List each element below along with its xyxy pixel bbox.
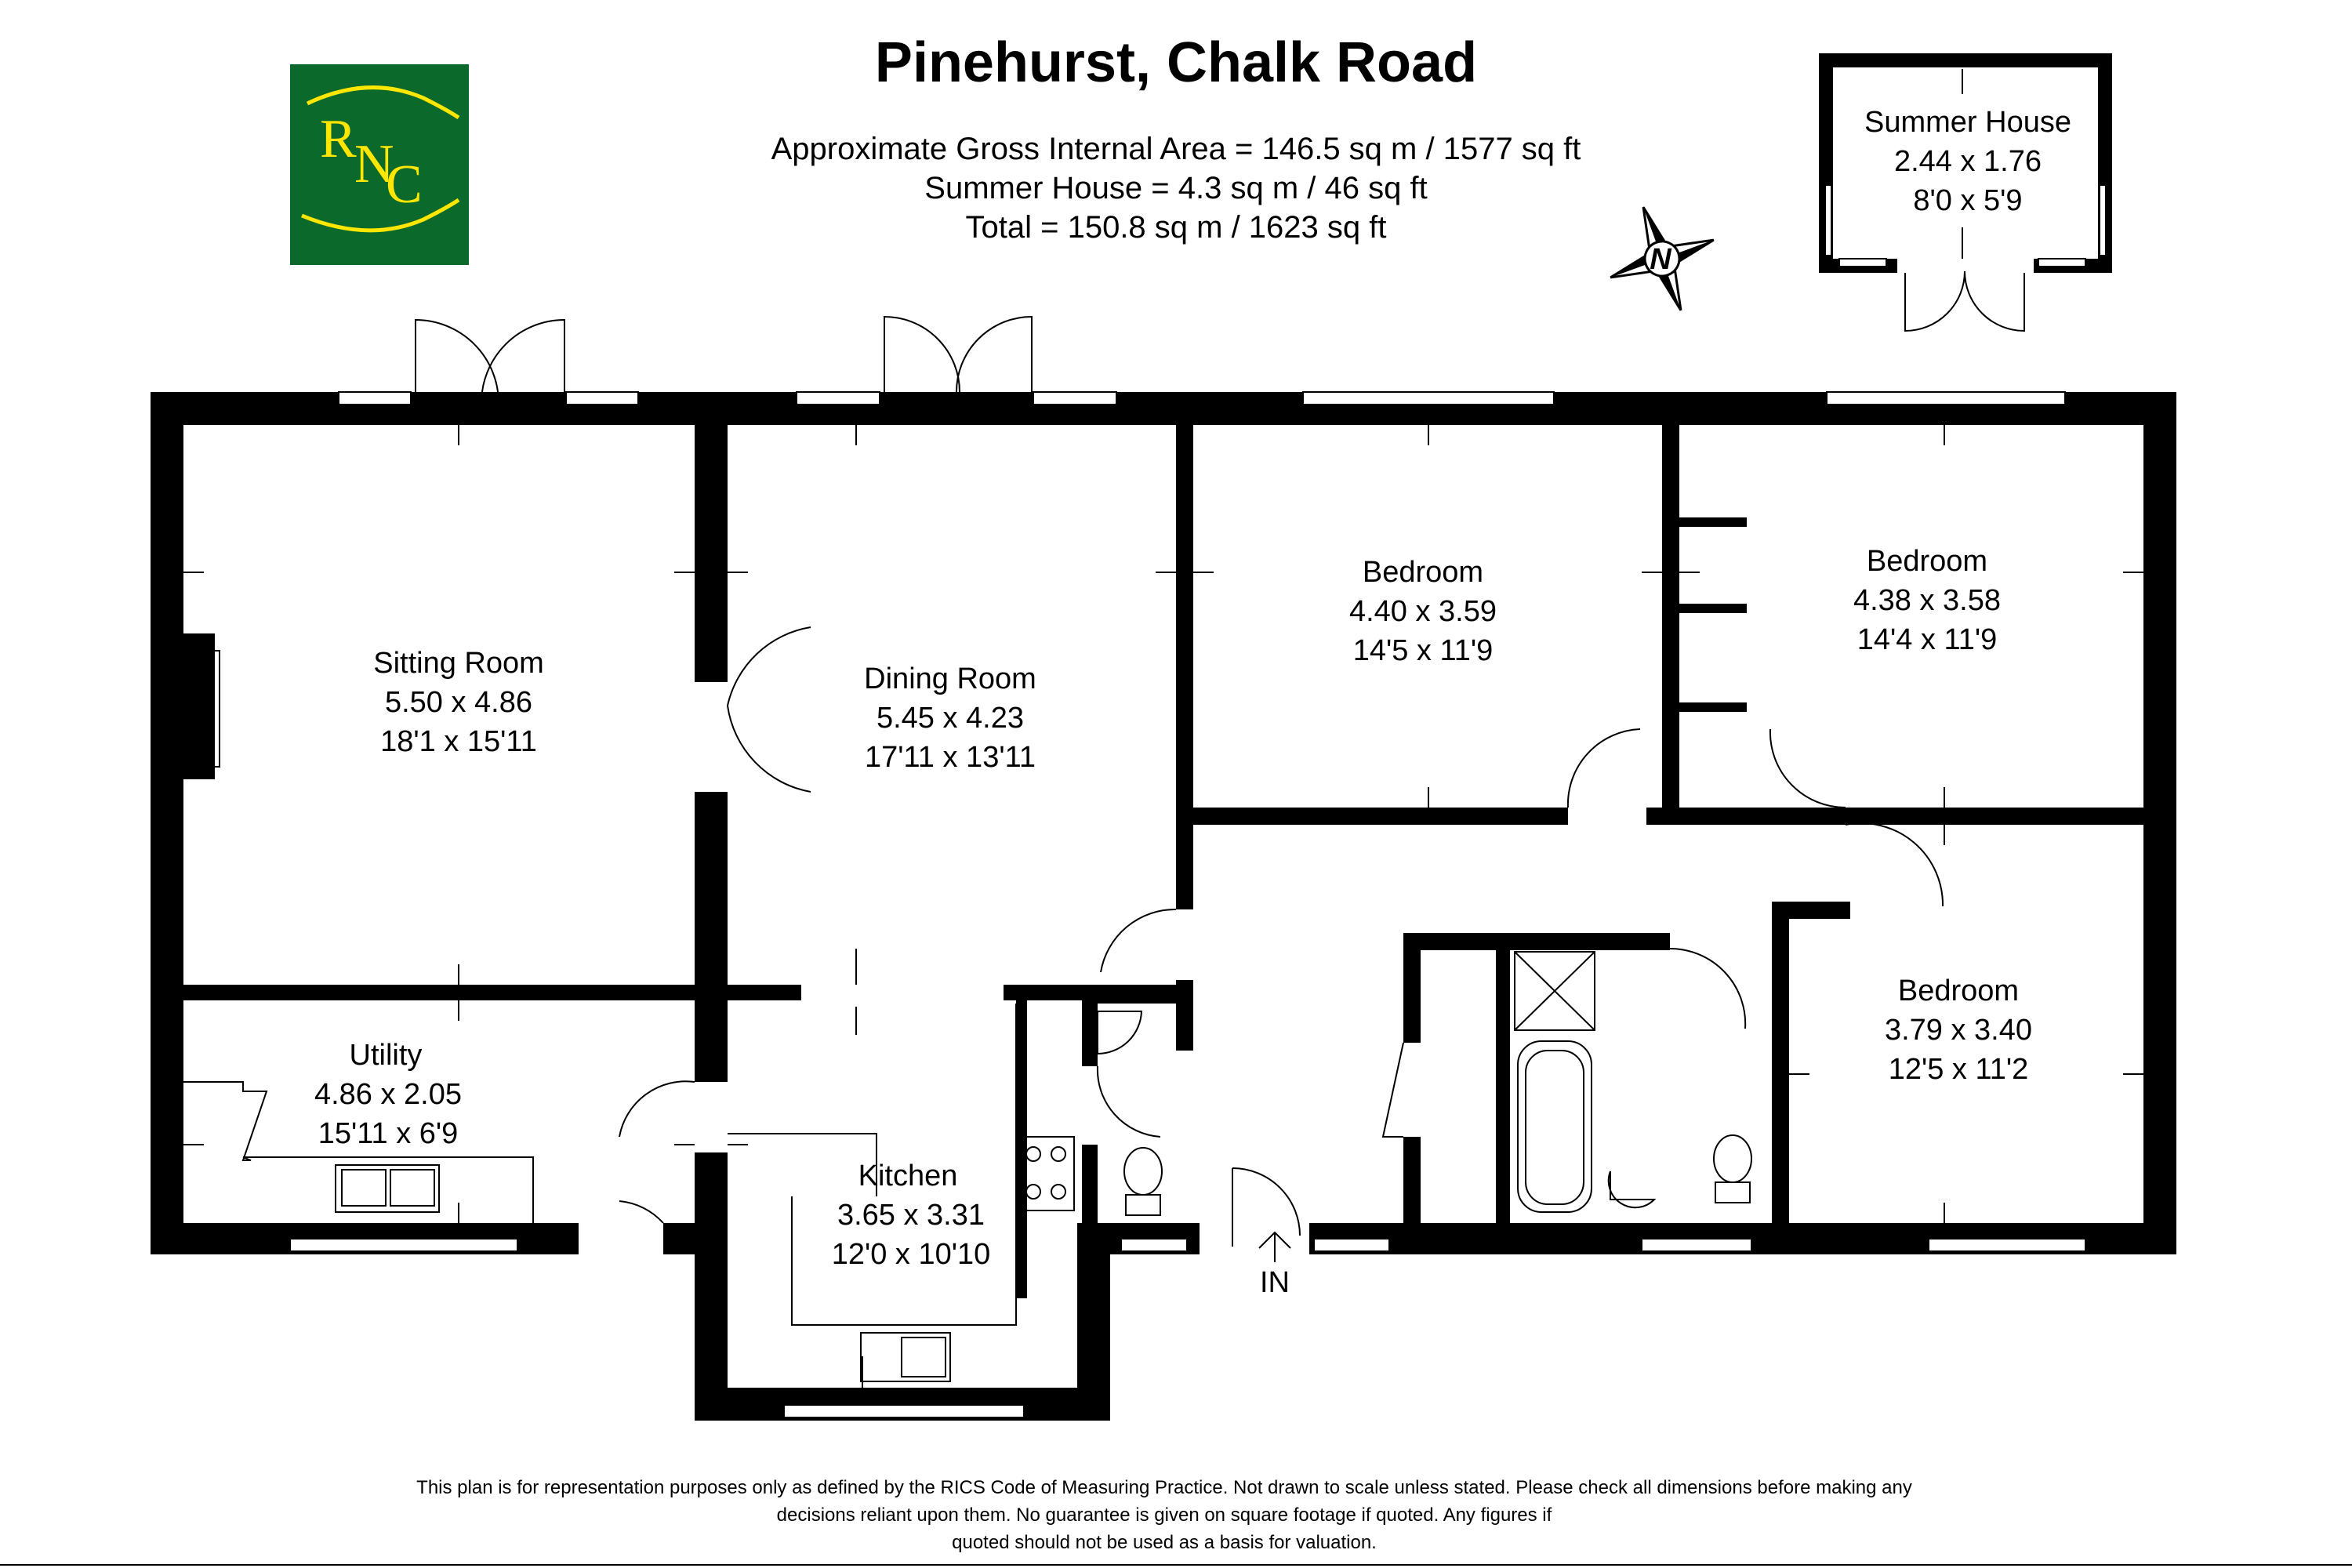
rnc-logo: R N C: [290, 64, 469, 265]
kitchen-sink-icon: [860, 1332, 951, 1382]
dining-room-name: Dining Room: [864, 662, 1036, 695]
bath-toilet-icon: [1713, 1134, 1752, 1183]
fixtures: [183, 633, 1752, 1382]
doors: [415, 315, 1944, 1247]
summer-house-plan: [1819, 53, 2112, 332]
gross-area-text: Approximate Gross Internal Area = 146.5 …: [771, 132, 1581, 166]
logo-letter-n: N: [354, 134, 394, 194]
entrance-arrow-icon: [1258, 1231, 1291, 1262]
disclaimer-line-1: This plan is for representation purposes…: [416, 1477, 1912, 1498]
utility-metric: 4.86 x 2.05: [314, 1078, 462, 1111]
bath-basin-icon: [1607, 1171, 1657, 1209]
bedroom1-metric: 4.40 x 3.59: [1349, 595, 1497, 628]
wc-toilet-icon: [1123, 1147, 1163, 1196]
bedroom3-metric: 3.79 x 3.40: [1885, 1014, 2032, 1047]
compass-icon: [1610, 206, 1715, 311]
bedroom2-imperial: 14'4 x 11'9: [1857, 623, 1998, 656]
shower-icon: [1514, 951, 1595, 1031]
sitting-room-name: Sitting Room: [373, 647, 544, 680]
windows: [208, 391, 2086, 1418]
bath-icon: [1517, 1040, 1592, 1213]
compass-north-label: N: [1650, 243, 1672, 276]
kitchen-metric: 3.65 x 3.31: [837, 1199, 985, 1232]
dining-room-metric: 5.45 x 4.23: [877, 702, 1024, 735]
summer-house-metric: 2.44 x 1.76: [1894, 145, 2042, 178]
utility-imperial: 15'11 x 6'9: [318, 1117, 459, 1150]
logo-letter-c: C: [386, 154, 423, 215]
bedroom1-imperial: 14'5 x 11'9: [1353, 634, 1494, 667]
kitchen-imperial: 12'0 x 10'10: [832, 1238, 991, 1271]
disclaimer-line-2: decisions reliant upon them. No guarante…: [777, 1504, 1552, 1526]
summer-house-imperial: 8'0 x 5'9: [1913, 184, 2022, 217]
sitting-room-imperial: 18'1 x 15'11: [380, 725, 537, 758]
logo-letter-r: R: [320, 109, 357, 169]
bedroom3-imperial: 12'5 x 11'2: [1889, 1053, 2029, 1086]
wc-basin-icon: [1097, 1011, 1143, 1055]
bedroom2-name: Bedroom: [1867, 545, 1987, 578]
summer-house-name: Summer House: [1864, 106, 2071, 139]
kitchen-name: Kitchen: [858, 1160, 958, 1192]
fireplace-icon: [183, 633, 215, 779]
utility-name: Utility: [350, 1039, 423, 1072]
bedroom3-name: Bedroom: [1898, 975, 2019, 1007]
total-area-text: Total = 150.8 sq m / 1623 sq ft: [966, 210, 1387, 245]
bedroom2-metric: 4.38 x 3.58: [1853, 584, 2001, 617]
entrance-label: IN: [1260, 1266, 1290, 1299]
plan-title: Pinehurst, Chalk Road: [875, 31, 1477, 94]
disclaimer-line-3: quoted should not be used as a basis for…: [952, 1532, 1377, 1553]
dimension-arrows: [183, 425, 2143, 1388]
hob-icon: [1018, 1136, 1075, 1211]
dining-room-imperial: 17'11 x 13'11: [865, 741, 1036, 774]
sitting-room-metric: 5.50 x 4.86: [385, 686, 532, 719]
bedroom1-name: Bedroom: [1363, 556, 1483, 589]
summer-house-area-text: Summer House = 4.3 sq m / 46 sq ft: [924, 171, 1427, 205]
room-labels: Sitting Room 5.50 x 4.86 18'1 x 15'11 Di…: [314, 545, 2032, 1271]
